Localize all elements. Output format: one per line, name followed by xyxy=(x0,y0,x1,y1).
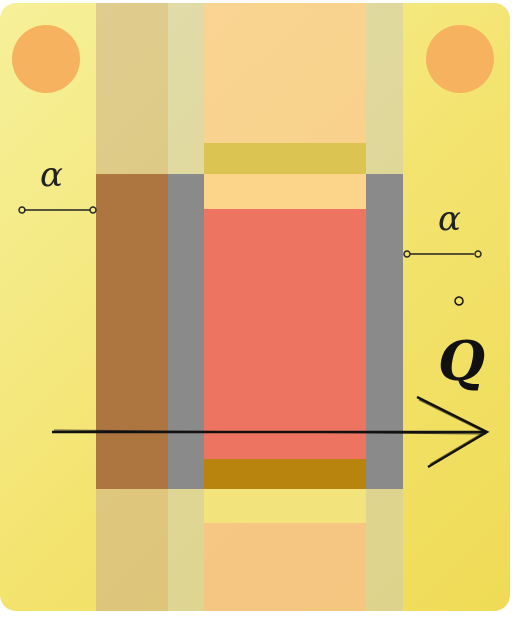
corner-dot-right xyxy=(426,25,494,93)
diagram-card xyxy=(0,3,510,611)
peach-top-layer xyxy=(204,174,366,209)
center-top-band xyxy=(204,3,366,143)
brown-column xyxy=(96,174,168,489)
red-core-block xyxy=(204,209,366,459)
center-bottom-strip xyxy=(204,489,366,523)
corner-dot-left xyxy=(12,25,80,93)
center-bottom-band xyxy=(204,523,366,611)
center-top-strip xyxy=(204,143,366,174)
mustard-bottom-layer xyxy=(204,459,366,489)
